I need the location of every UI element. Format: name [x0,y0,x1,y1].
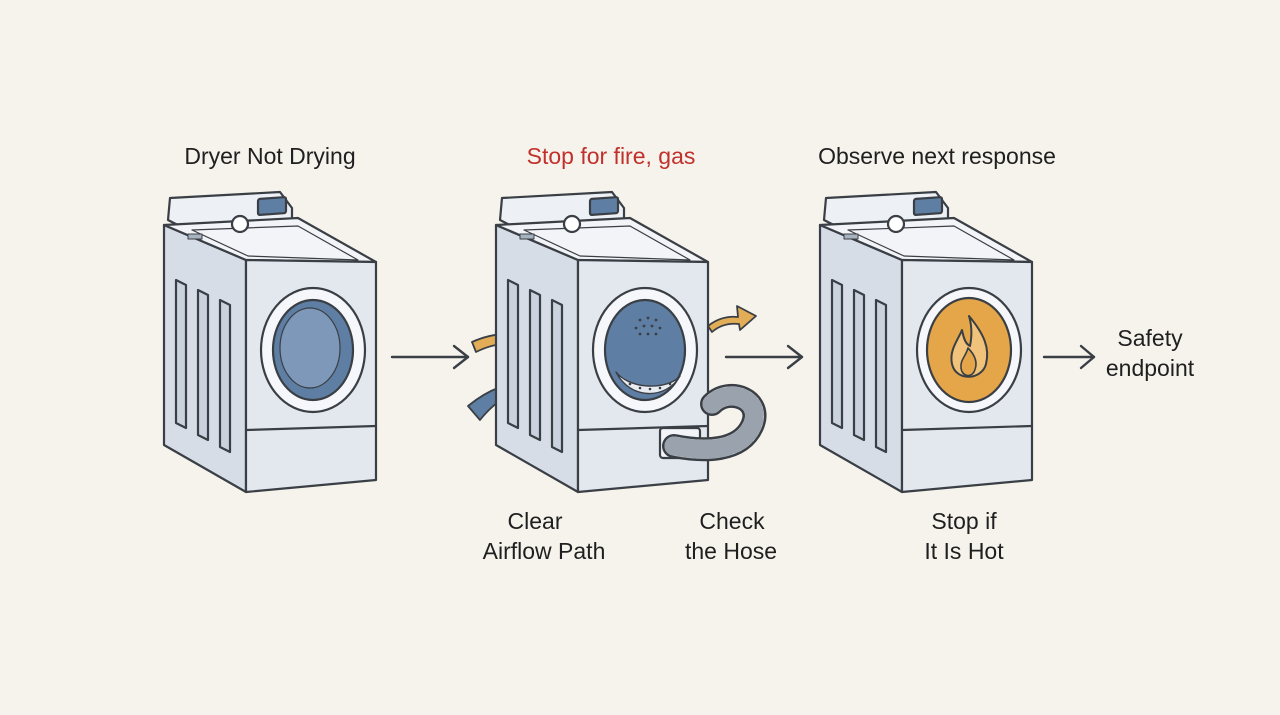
step-1-heading: Dryer Not Drying [184,143,356,169]
step-3-heading: Observe next response [818,143,1056,169]
endpoint-label-line-2: endpoint [1105,355,1195,381]
dryer-icon [162,190,378,494]
caption-hot-line-1: Stop if [931,508,997,534]
arrow-right-icon [390,344,470,370]
arrow-right-icon [1042,344,1096,370]
flame-icon [950,315,989,378]
dryer-icon [494,190,767,494]
caption-hose-line-1: Check [699,508,765,534]
caption-hose-line-2: the Hose [684,538,778,564]
airflow-arrow-icon [707,305,757,333]
exhaust-hose-icon [662,383,767,462]
arrow-right-icon [724,344,804,370]
caption-airflow-line-2: Airflow Path [482,538,606,564]
endpoint-label-line-1: Safety [1117,325,1183,351]
dryer-icon [818,190,1034,494]
step-2-heading: Stop for fire, gas [526,143,696,169]
caption-airflow-line-1: Clear [507,508,563,534]
caption-hot-line-2: It Is Hot [924,538,1004,564]
